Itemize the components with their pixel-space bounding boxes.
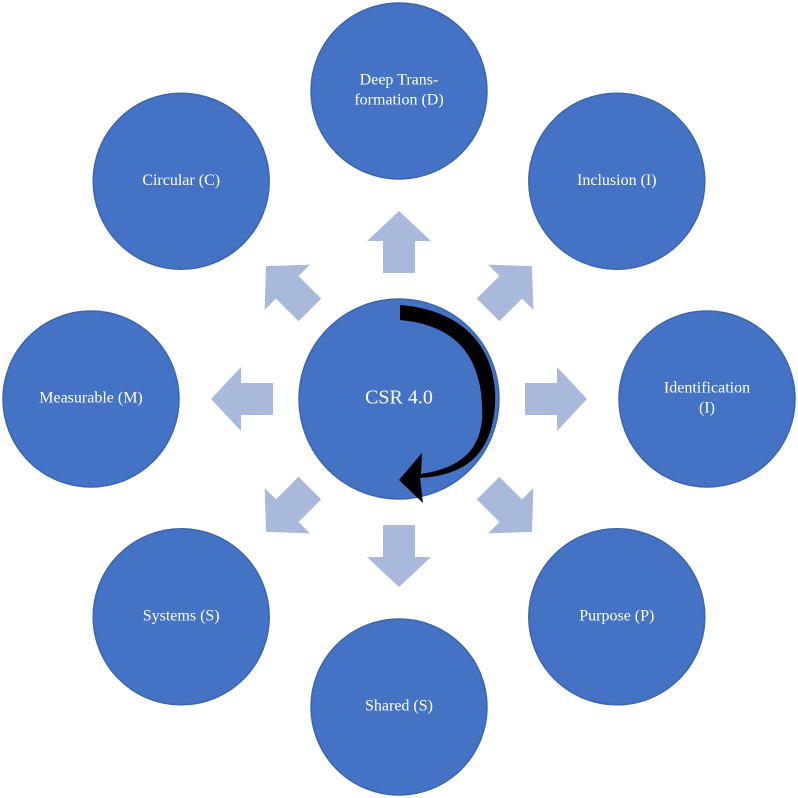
node-circle	[528, 92, 706, 270]
node-circle	[92, 528, 270, 706]
arrow-deep-transformation-icon	[367, 211, 431, 273]
node-circle	[528, 528, 706, 706]
node-label: (I)	[699, 400, 715, 417]
arrow-purpose-icon	[476, 476, 534, 534]
node-circle	[310, 2, 488, 180]
node-label: Deep Trans-	[360, 72, 439, 89]
node-inclusion: Inclusion (I)	[528, 92, 706, 270]
node-circle	[2, 310, 180, 488]
node-label: Systems (S)	[143, 607, 220, 624]
arrow-systems-icon	[264, 476, 322, 534]
arrow-measurable-icon	[211, 367, 273, 431]
node-label: Purpose (P)	[579, 607, 654, 624]
node-shared: Shared (S)	[310, 618, 488, 796]
node-systems: Systems (S)	[92, 528, 270, 706]
cycle-arrow-icon	[399, 305, 496, 503]
center-label: CSR 4.0	[365, 387, 433, 409]
node-label: Measurable (M)	[39, 390, 143, 407]
arrow-circular-icon	[264, 264, 322, 322]
radial-arrows	[211, 211, 587, 587]
node-deep-transformation: Deep Trans-formation (D)	[310, 2, 488, 180]
node-purpose: Purpose (P)	[528, 528, 706, 706]
node-label: Circular (C)	[142, 172, 220, 189]
node-identification: Identification (I)	[618, 310, 796, 488]
node-circle	[618, 310, 796, 488]
node-measurable: Measurable (M)	[2, 310, 180, 488]
arrow-shared-icon	[367, 525, 431, 587]
node-label: Identification	[664, 380, 750, 397]
arrow-inclusion-icon	[476, 264, 534, 322]
arrow-identification-icon	[525, 367, 587, 431]
center-hub: CSR 4.0	[298, 298, 500, 503]
node-circle	[92, 92, 270, 270]
node-circle	[310, 618, 488, 796]
node-circular: Circular (C)	[92, 92, 270, 270]
center-circle	[298, 298, 500, 500]
node-label: Shared (S)	[365, 698, 433, 715]
node-label: Inclusion (I)	[577, 172, 657, 189]
node-label: formation (D)	[354, 92, 443, 109]
